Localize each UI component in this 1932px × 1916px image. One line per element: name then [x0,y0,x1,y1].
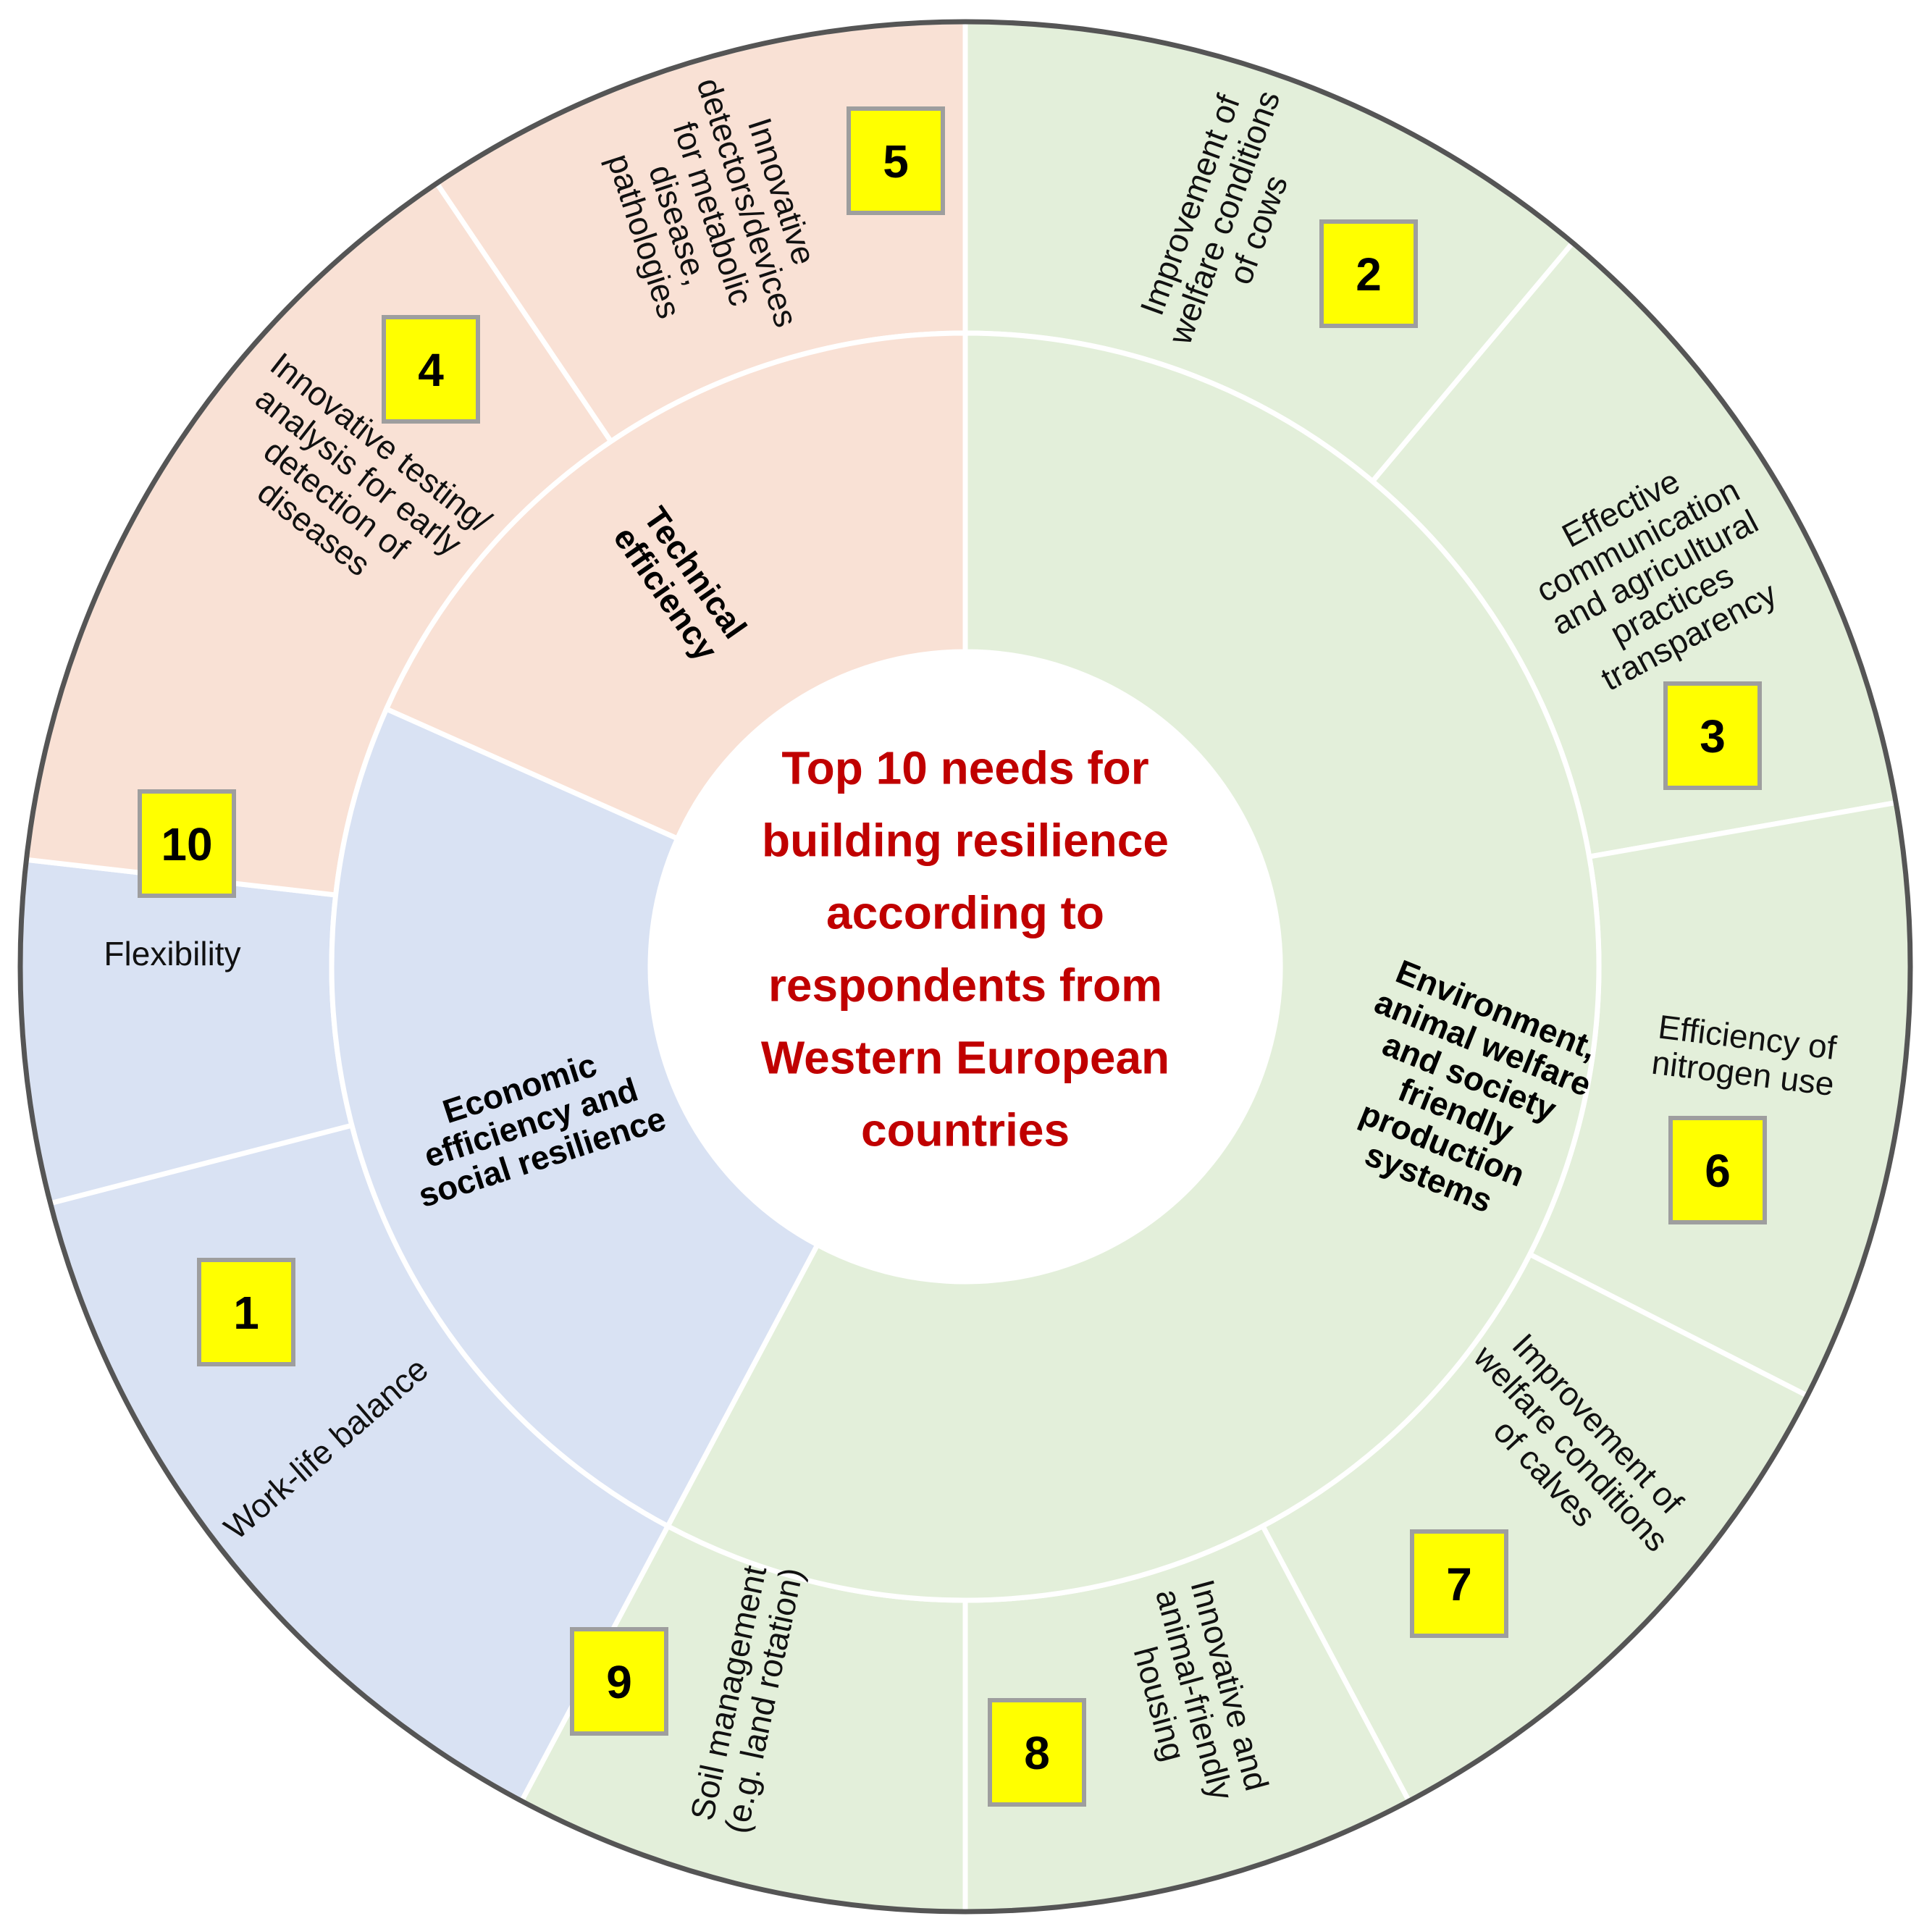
rank-badge-2: 2 [1319,219,1418,328]
rank-number: 4 [418,344,444,396]
rank-badge-10: 10 [138,789,236,898]
diagram-title-line: building resilience [762,814,1169,866]
diagram-title: Top 10 needs for building resilience accor… [761,741,1169,1156]
rank-number: 3 [1700,710,1726,762]
diagram-title-line: countries [861,1104,1070,1156]
rank-badge-box [382,315,480,424]
rank-badge-4: 4 [382,315,480,424]
rank-badge-9: 9 [570,1627,668,1736]
diagram-title-line: respondents from [768,959,1162,1011]
category-label-environment: Environment,animal welfareand societyfri… [1315,949,1610,1238]
rank-badge-3: 3 [1663,681,1762,790]
rank-badges: 1 2 3 4 5 6 7 8 9 10 [138,106,1767,1807]
rank-badge-7: 7 [1410,1529,1508,1638]
rank-badge-box [197,1258,295,1366]
rank-number: 6 [1705,1145,1731,1197]
rank-badge-box [988,1698,1086,1807]
rank-badge-box [1319,219,1418,328]
need-label-rank-10: Flexibility [104,935,240,972]
rank-badge-1: 1 [197,1258,295,1366]
rank-badge-8: 8 [988,1698,1086,1807]
rank-number: 10 [161,818,212,870]
rank-number: 9 [606,1656,632,1708]
diagram-title-line: Western European [761,1031,1169,1083]
rank-number: 1 [233,1287,259,1339]
inner-category-ring [329,330,1602,1603]
rank-badge-box [1668,1116,1767,1224]
rank-badge-6: 6 [1668,1116,1767,1224]
outer-rim [17,19,1913,1915]
rank-badge-box [1410,1529,1508,1638]
need-label-rank-10-line: Flexibility [104,935,240,972]
rank-badge-box [1663,681,1762,790]
rank-number: 7 [1446,1558,1472,1610]
rank-badge-box [847,106,945,215]
rank-number: 5 [883,135,909,188]
diagram-title-line: according to [826,886,1104,938]
rank-badge-box [138,789,236,898]
rank-badge-5: 5 [847,106,945,215]
centre-circle [650,652,1280,1282]
rank-number: 8 [1024,1727,1050,1779]
diagram-title-line: Top 10 needs for [781,741,1148,794]
rank-number: 2 [1356,248,1382,301]
rank-badge-box [570,1627,668,1736]
